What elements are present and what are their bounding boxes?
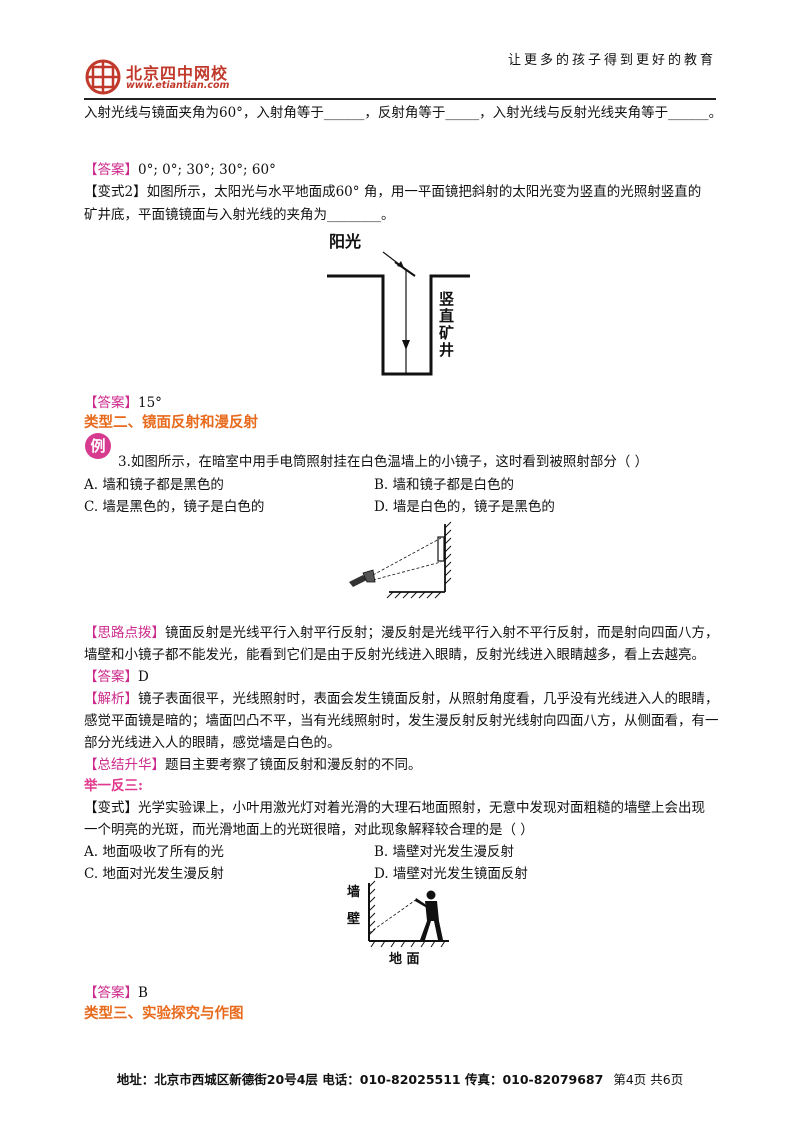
logo-url: www.etiantian.com xyxy=(126,80,230,91)
variant-option-b: B. 墙壁对光发生漫反射 xyxy=(374,844,515,860)
shaft-label-char: 竖 xyxy=(439,290,455,308)
variant-option-c: C. 地面对光发生漫反射 xyxy=(84,866,224,882)
variant-text-1: 光学实验课上，小叶用激光灯对着光滑的大理石地面照射，无意中发现对面粗糙的墙壁上会… xyxy=(138,800,705,816)
q3-option-c: C. 墙是黑色的，镜子是白色的 xyxy=(84,499,265,515)
practice-title: 举一反三: xyxy=(84,778,143,794)
answer-tag: 【答案】 xyxy=(84,669,138,685)
section-title-type-2: 类型二、镜面反射和漫反射 xyxy=(84,414,258,431)
footer-address: 地址：北京市西城区新德街20号4层 电话：010-82025511 传真：010… xyxy=(116,1072,604,1087)
hint-line-2: 墙壁和小镜子都不能发光，能看到它们是由于反射光线进入眼睛，反射光线进入眼睛越多，… xyxy=(84,647,705,663)
header-logo: 北京四中网校 www.etiantian.com xyxy=(84,58,284,96)
analysis-tag: 【解析】 xyxy=(84,691,138,707)
variant-2-tag: 【变式2】 xyxy=(84,184,147,200)
floor-label: 地 面 xyxy=(389,952,420,967)
summary-text: 题目主要考察了镜面反射和漫反射的不同。 xyxy=(165,757,422,773)
small-mirror xyxy=(437,536,445,562)
shaft-label-char: 井 xyxy=(439,341,455,359)
analysis-line-1: 【解析】镜子表面很平，光线照射时，表面会发生镜面反射，从照射角度看，几乎没有光线… xyxy=(84,689,719,709)
answer-4: 【答案】B xyxy=(84,983,148,1003)
shaft-label: 竖 直 矿 井 xyxy=(439,291,454,359)
hint-tag: 【思路点拨】 xyxy=(84,625,165,641)
answer-tag: 【答案】 xyxy=(84,395,138,411)
question-top-text: 入射光线与镜面夹角为60°，入射角等于______，反射角等于_____，入射光… xyxy=(84,105,723,121)
mirror-line xyxy=(394,261,416,277)
light-beam-top xyxy=(372,537,442,576)
hint-text-1: 镜面反射是光线平行入射平行反射；漫反射是光线平行入射不平行反射，而是射向四面八方… xyxy=(165,625,719,641)
footer: 地址：北京市西城区新德街20号4层 电话：010-82025511 传真：010… xyxy=(0,1069,800,1088)
answer-2: 【答案】15° xyxy=(84,393,162,413)
variant-2-line-1: 【变式2】如图所示，太阳光与水平地面成60° 角，用一平面镜把斜射的太阳光变为竖… xyxy=(84,182,701,202)
figure-flashlight-mirror xyxy=(345,520,465,602)
variant-option-d: D. 墙壁对光发生镜面反射 xyxy=(374,866,528,882)
flashlight-diagram xyxy=(349,521,452,599)
variant-line-2: 一个明亮的光斑，而光滑地面上的光斑很暗，对此现象解释较合理的是（ ） xyxy=(84,822,534,838)
shaft-label-char: 矿 xyxy=(439,324,455,342)
section-title-type-3: 类型三、实验探究与作图 xyxy=(84,1005,244,1022)
summary-line: 【总结升华】题目主要考察了镜面反射和漫反射的不同。 xyxy=(84,755,422,775)
figure-laser-wall: 墙 壁 地 面 xyxy=(345,877,455,967)
variant-option-a: A. 地面吸收了所有的光 xyxy=(84,844,224,860)
answer-1-text: 0°; 0°; 30°; 30°; 60° xyxy=(138,162,276,178)
example-badge-text: 例 xyxy=(90,437,106,455)
answer-2-text: 15° xyxy=(138,395,162,411)
logo-emblem-icon xyxy=(85,59,121,95)
laser-diagram xyxy=(368,880,449,948)
sun-label: 阳光 xyxy=(329,232,362,251)
wall-label-1: 墙 xyxy=(347,885,361,900)
laser-beam xyxy=(368,898,418,934)
answer-3: 【答案】D xyxy=(84,667,149,687)
variant-2-text-1: 如图所示，太阳光与水平地面成60° 角，用一平面镜把斜射的太阳光变为竖直的光照射… xyxy=(146,184,702,200)
person-icon xyxy=(415,890,443,940)
mine-shaft-diagram xyxy=(327,251,470,376)
header-divider xyxy=(84,98,716,100)
wall-label-2: 壁 xyxy=(347,912,361,927)
variant-line-1: 【变式】光学实验课上，小叶用激光灯对着光滑的大理石地面照射，无意中发现对面粗糙的… xyxy=(84,798,705,818)
footer-page-number: 第4页 共6页 xyxy=(613,1072,684,1087)
variant-2-line-2: 矿井底，平面镜镜面与入射光线的夹角为________。 xyxy=(84,207,395,223)
answer-3-text: D xyxy=(138,669,149,685)
flashlight-icon xyxy=(349,569,376,587)
answer-4-text: B xyxy=(138,985,148,1001)
answer-tag: 【答案】 xyxy=(84,162,138,178)
figure-mine-shaft: 阳光 竖 直 矿 井 xyxy=(325,228,485,378)
answer-tag: 【答案】 xyxy=(84,985,138,1001)
reflected-arrow-icon xyxy=(402,340,410,350)
light-beam-bottom xyxy=(372,561,442,581)
question-3-text: 3.如图所示，在暗室中用手电筒照射挂在白色温墙上的小镜子，这时看到被照射部分（ … xyxy=(118,454,649,470)
q3-option-a: A. 墙和镜子都是黑色的 xyxy=(84,477,224,493)
q3-option-b: B. 墙和镜子都是白色的 xyxy=(374,477,515,493)
answer-1: 【答案】0°; 0°; 30°; 30°; 60° xyxy=(84,160,276,180)
header-slogan: 让更多的孩子得到更好的教育 xyxy=(507,53,716,68)
summary-tag: 【总结升华】 xyxy=(84,757,165,773)
shaft-label-char: 直 xyxy=(439,307,455,325)
analysis-text-1: 镜子表面很平，光线照射时，表面会发生镜面反射，从照射角度看，几乎没有光线进入人的… xyxy=(138,691,719,707)
variant-tag: 【变式】 xyxy=(84,800,138,816)
analysis-line-3: 部分光线进入人的眼睛，感觉墙是白色的。 xyxy=(84,735,341,751)
analysis-line-2: 感觉平面镜是暗的；墙面凹凸不平，当有光线照射时，发生漫反射反射光线射向四面八方，… xyxy=(84,713,719,729)
example-badge-icon: 例 xyxy=(85,433,111,459)
hint-line-1: 【思路点拨】镜面反射是光线平行入射平行反射；漫反射是光线平行入射不平行反射，而是… xyxy=(84,623,719,643)
logo-text: 北京四中网校 xyxy=(126,64,229,83)
q3-option-d: D. 墙是白色的，镜子是黑色的 xyxy=(374,499,555,515)
